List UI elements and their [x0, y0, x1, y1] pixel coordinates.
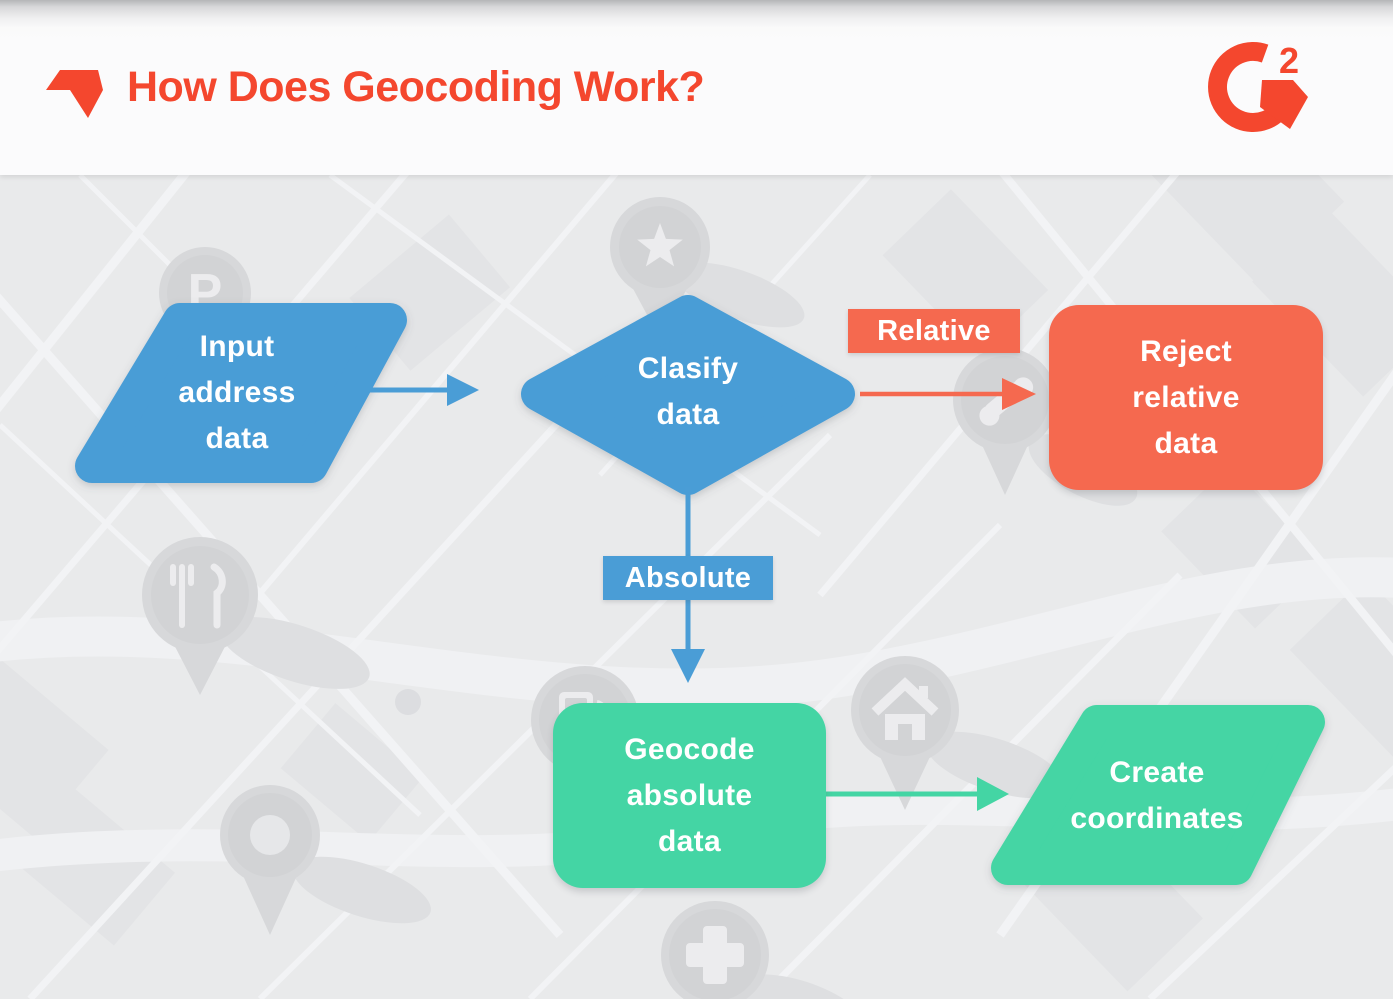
g2-logo: 2	[1208, 40, 1308, 132]
restaurant-pin-icon	[142, 537, 370, 695]
absolute-edge-label-text: Absolute	[624, 561, 752, 594]
header: How Does Geocoding Work? 2	[0, 0, 1393, 175]
relative-edge-label: Relative	[848, 309, 1020, 353]
edge-geocode-create	[826, 777, 1009, 811]
g2-logo-arrow	[1260, 80, 1308, 129]
location-dot-pin-icon	[220, 785, 431, 935]
arrowhead-right-green	[977, 777, 1009, 811]
map-roundabout	[395, 689, 421, 715]
arrowhead-right-blue	[447, 374, 479, 406]
input-node-shape	[75, 303, 407, 483]
plus-pin-icon	[661, 901, 864, 999]
reject-node-label: Reject relative data	[1132, 334, 1240, 460]
classify-node-shape	[521, 295, 855, 495]
geocode-node-label: Geocode absolute data	[624, 732, 755, 858]
arrowhead-right-coral	[1002, 378, 1036, 410]
reject-node: Reject relative data	[1049, 305, 1323, 490]
arrowhead-down-blue	[671, 649, 705, 683]
home-pin-icon	[851, 656, 1064, 810]
g2-logo-ring	[1208, 42, 1294, 132]
create-node-shape	[991, 705, 1325, 885]
flow-nodes-svg	[75, 295, 1325, 885]
absolute-edge-label: Absolute	[603, 556, 773, 600]
page-title: How Does Geocoding Work?	[127, 63, 705, 111]
flow-edges-svg	[370, 374, 1036, 811]
g2-arrow-icon	[46, 70, 103, 118]
geocode-node: Geocode absolute data	[553, 703, 826, 888]
edge-input-classify	[370, 374, 479, 406]
edge-classify-reject	[860, 378, 1036, 410]
relative-edge-label-text: Relative	[877, 314, 991, 347]
g2-logo-superscript: 2	[1279, 40, 1299, 81]
